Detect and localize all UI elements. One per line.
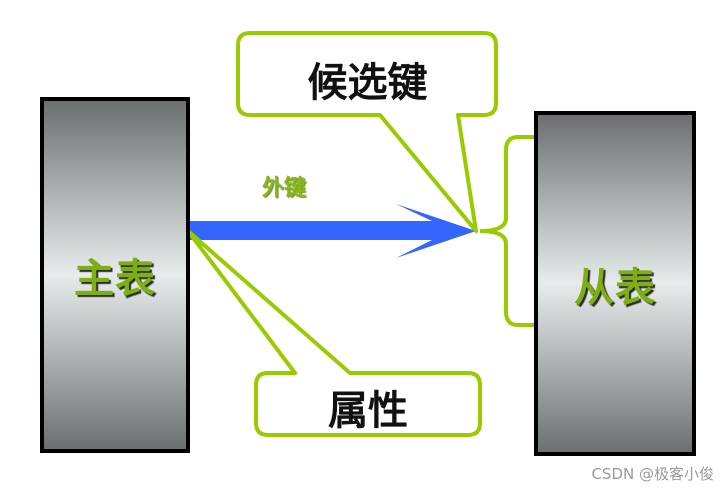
main-table: 主表 <box>40 97 190 453</box>
sub-table-fill <box>536 113 694 454</box>
main-table-label: 主表 <box>74 256 156 302</box>
watermark: CSDN @极客小俊 <box>591 465 714 483</box>
sub-table-label: 从表 <box>574 264 656 311</box>
sub-table: 从表 <box>534 111 696 456</box>
attribute-callout <box>186 229 482 437</box>
candidate-key-text: 候选键 <box>307 60 428 106</box>
foreign-key-arrow <box>188 204 476 258</box>
attribute-text: 属性 <box>328 388 408 434</box>
main-table-fill <box>42 99 188 451</box>
foreign-key-label: 外键 <box>262 176 307 201</box>
candidate-key-brace <box>479 135 534 327</box>
candidate-key-callout <box>236 31 498 233</box>
